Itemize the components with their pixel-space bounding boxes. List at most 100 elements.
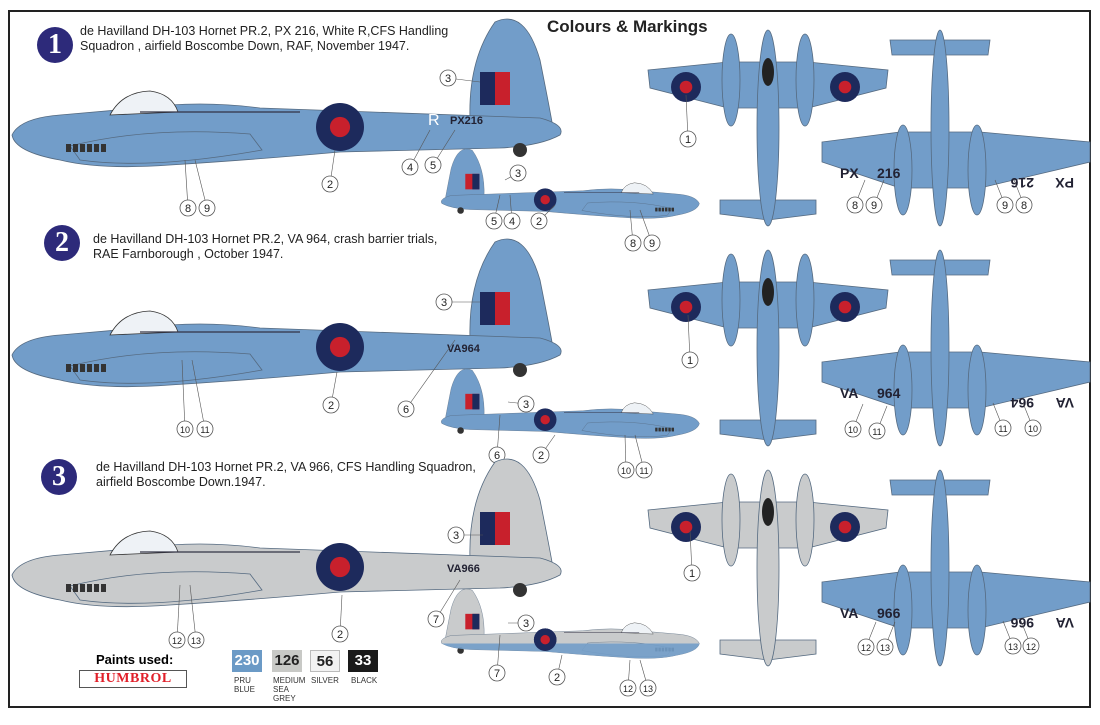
underwing-serial-prefix: VA bbox=[840, 605, 858, 621]
scheme-3-number: 3 bbox=[41, 459, 77, 495]
callout-number: 9 bbox=[204, 203, 210, 215]
fin-flash-blue bbox=[472, 173, 480, 190]
fuselage bbox=[930, 469, 950, 667]
gun-port bbox=[66, 144, 71, 152]
callout-leader bbox=[189, 584, 197, 641]
engine-nacelle bbox=[69, 351, 263, 384]
nacelle-left bbox=[893, 564, 913, 656]
underside bbox=[441, 643, 700, 659]
gun-port bbox=[668, 427, 671, 432]
aircraft-code-letter: R bbox=[428, 112, 440, 129]
callout-circle bbox=[679, 130, 697, 148]
fin-flash-blue bbox=[472, 613, 480, 630]
callout-circle bbox=[168, 631, 186, 649]
callout-circle bbox=[447, 526, 465, 544]
scheme-2-description: de Havilland DH-103 Hornet PR.2, VA 964,… bbox=[93, 232, 438, 261]
fin-flash-blue bbox=[480, 292, 495, 325]
callout-leader bbox=[176, 584, 181, 641]
underwing-serial-number: 216 bbox=[877, 165, 901, 181]
callout-number: 3 bbox=[523, 618, 529, 630]
callout-number: 13 bbox=[1008, 642, 1018, 652]
callout-number: 1 bbox=[689, 568, 695, 580]
callout-circle bbox=[198, 199, 216, 217]
paint-swatch-56: 56 bbox=[310, 650, 340, 672]
scheme-3-description: de Havilland DH-103 Hornet PR.2, VA 966,… bbox=[96, 460, 476, 489]
underwing-serial-prefix-right: VA bbox=[1056, 395, 1074, 411]
nacelle-left bbox=[893, 124, 913, 216]
gun-port bbox=[87, 584, 92, 592]
callout-number: 5 bbox=[430, 160, 436, 172]
callout-circle bbox=[401, 158, 419, 176]
roundel-center bbox=[679, 300, 693, 314]
callout-number: 7 bbox=[433, 614, 439, 626]
callout-circle bbox=[331, 625, 349, 643]
underwing-serial-prefix: PX bbox=[840, 165, 859, 181]
gun-port bbox=[101, 584, 106, 592]
underwing-serial-number-right: 966 bbox=[1010, 615, 1034, 631]
callout-circle bbox=[844, 420, 862, 438]
top-view-scheme-3 bbox=[647, 469, 889, 667]
callout-number: 12 bbox=[623, 684, 633, 694]
canopy bbox=[109, 90, 179, 116]
callout-circle bbox=[846, 196, 864, 214]
gun-port bbox=[73, 144, 78, 152]
fin-flash-blue bbox=[472, 393, 480, 410]
callout-circle bbox=[624, 234, 642, 252]
callout-circle bbox=[530, 212, 548, 230]
canopy bbox=[109, 310, 179, 336]
scheme-1-description: de Havilland DH-103 Hornet PR.2, PX 216,… bbox=[80, 24, 449, 53]
gun-port bbox=[658, 427, 661, 432]
callout-number: 2 bbox=[536, 216, 542, 228]
gun-port bbox=[668, 207, 671, 212]
fin bbox=[445, 588, 485, 638]
paints-used-label: Paints used: bbox=[96, 652, 174, 667]
fuselage bbox=[756, 249, 780, 447]
underwing-serial-prefix-right: PX bbox=[1055, 175, 1074, 191]
canopy bbox=[109, 530, 179, 556]
nacelle-right bbox=[795, 473, 815, 567]
wing bbox=[821, 571, 1091, 629]
canopy bbox=[762, 498, 774, 526]
nacelle-right bbox=[795, 33, 815, 127]
callout-circle bbox=[179, 199, 197, 217]
callout-leader bbox=[405, 339, 456, 410]
callout-number: 1 bbox=[687, 355, 693, 367]
callout-number: 8 bbox=[852, 200, 858, 212]
small-side-profile-scheme-3 bbox=[441, 588, 700, 659]
callout-number: 2 bbox=[337, 629, 343, 641]
callout-number: 3 bbox=[445, 73, 451, 85]
engine-nacelle bbox=[581, 421, 673, 437]
tail-wheel bbox=[457, 427, 464, 434]
callout-circle bbox=[517, 395, 535, 413]
underwing-serial-number-right: 964 bbox=[1010, 395, 1034, 411]
fin bbox=[469, 238, 553, 343]
callout-circle bbox=[424, 156, 442, 174]
roundel-center bbox=[679, 520, 693, 534]
nacelle-right bbox=[795, 253, 815, 347]
side-profile-scheme-3: VA966 bbox=[11, 458, 562, 608]
fin-flash-blue bbox=[480, 512, 495, 545]
callout-number: 8 bbox=[1021, 200, 1027, 212]
nacelle-right bbox=[967, 564, 987, 656]
canopy bbox=[762, 278, 774, 306]
callout-number: 10 bbox=[180, 425, 190, 435]
canopy bbox=[621, 622, 654, 635]
side-profile-scheme-2: VA964 bbox=[11, 238, 562, 388]
callout-number: 13 bbox=[880, 643, 890, 653]
callout-leader bbox=[181, 359, 186, 430]
callout-number: 11 bbox=[872, 427, 881, 437]
callout-number: 9 bbox=[649, 238, 655, 250]
callout-circle bbox=[176, 420, 194, 438]
fuselage bbox=[930, 29, 950, 227]
callout-circle bbox=[427, 610, 445, 628]
callout-circle bbox=[868, 422, 886, 440]
callout-number: 3 bbox=[515, 168, 521, 180]
callout-circle bbox=[187, 631, 205, 649]
side-serial: VA964 bbox=[447, 343, 481, 355]
scheme-2-number: 2 bbox=[44, 225, 80, 261]
callout-circle bbox=[485, 212, 503, 230]
callout-circle bbox=[196, 420, 214, 438]
callout-circle bbox=[439, 69, 457, 87]
